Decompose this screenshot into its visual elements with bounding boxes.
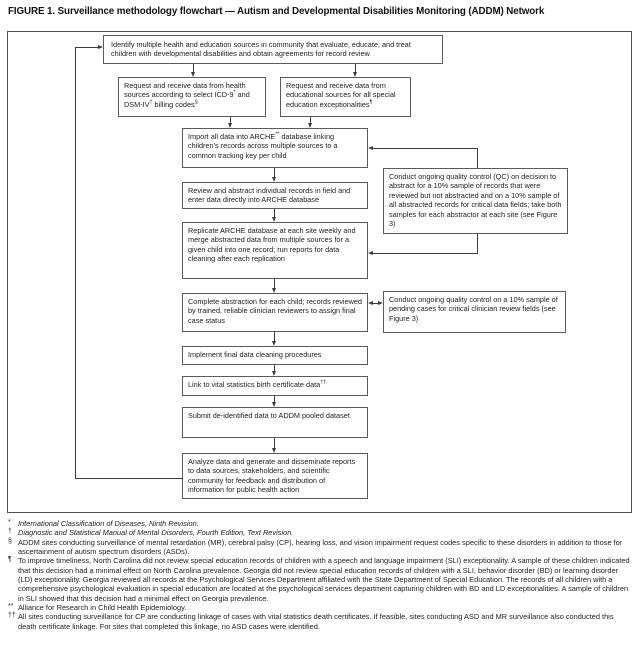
down-arrowhead-icon (272, 402, 276, 407)
down-arrowhead-icon (353, 72, 357, 77)
footnote-text: All sites conducting surveillance for CP… (18, 612, 614, 631)
connector-line (274, 365, 275, 371)
down-arrowhead-icon (272, 448, 276, 453)
flow-box-request-health-data: Request and receive data from health sou… (118, 77, 266, 117)
left-arrowhead-icon (368, 145, 373, 150)
flow-box-request-education-data: Request and receive data from educationa… (280, 77, 411, 117)
right-arrowhead-icon (378, 300, 383, 305)
qc-to-replicate-line (373, 253, 478, 254)
down-arrowhead-icon (272, 288, 276, 293)
down-arrowhead-icon (272, 217, 276, 222)
flow-box-qc-abstraction: Conduct ongoing quality control (QC) on … (383, 168, 568, 234)
down-arrowhead-icon (228, 123, 232, 128)
flow-box-complete-abstraction: Complete abstraction for each child; rec… (182, 293, 368, 332)
down-arrowhead-icon (272, 371, 276, 376)
left-arrowhead-icon (368, 250, 373, 255)
footnote-text: Alliance for Research in Child Health Ep… (18, 602, 187, 612)
connector-line (193, 64, 194, 72)
connector-line (274, 279, 275, 288)
figure-title: FIGURE 1. Surveillance methodology flowc… (8, 6, 545, 17)
footnote-marker: § (8, 537, 12, 545)
footnotes-block: * International Classification of Diseas… (8, 519, 634, 631)
flow-box-qc-clinician-review: Conduct ongoing quality control on a 10%… (383, 291, 566, 333)
connector-line (274, 438, 275, 448)
connector-line (230, 117, 231, 123)
footnote-text: ADDM sites conducting surveillance of me… (18, 537, 623, 556)
footnote-text: Diagnostic and Statistical Manual of Men… (18, 528, 294, 538)
down-arrowhead-icon (272, 341, 276, 346)
flow-box-review-abstract: Review and abstract individual records i… (182, 182, 368, 209)
connector-line (274, 209, 275, 217)
footnote-arche: ** Alliance for Research in Child Health… (8, 603, 634, 612)
connector-line (274, 396, 275, 402)
footnote-linkage: †† All sites conducting surveillance for… (8, 612, 634, 631)
footnote-marker: †† (8, 612, 16, 620)
footnote-marker: † (8, 528, 12, 536)
footnote-icd9: * International Classification of Diseas… (8, 519, 634, 528)
flow-box-import-arche: Import all data into ARCHE** database li… (182, 128, 368, 168)
flowchart-border (7, 31, 632, 513)
footnote-text: To improve timeliness, North Carolina di… (18, 556, 630, 603)
flow-box-identify-sources: Identify multiple health and education s… (103, 35, 443, 64)
qc-connector-line (477, 234, 478, 254)
footnote-dsm: † Diagnostic and Statistical Manual of M… (8, 528, 634, 537)
footnote-addm-sites: § ADDM sites conducting surveillance of … (8, 538, 634, 557)
down-arrowhead-icon (191, 72, 195, 77)
connector-line (310, 117, 311, 123)
qc-double-arrow-line (373, 303, 378, 304)
connector-line (274, 332, 275, 341)
connector-line (355, 64, 356, 72)
left-arrowhead-icon (368, 300, 373, 305)
feedback-loop-vertical-line (75, 47, 76, 479)
qc-connector-line (477, 148, 478, 168)
feedback-arrowhead-icon (98, 44, 103, 49)
connector-line (274, 168, 275, 177)
qc-to-import-line (373, 148, 478, 149)
flow-box-submit-pooled-dataset: Submit de-identified data to ADDM pooled… (182, 407, 368, 438)
footnote-marker: ** (8, 602, 14, 610)
footnote-marker: ¶ (8, 556, 12, 564)
footnote-timeliness: ¶ To improve timeliness, North Carolina … (8, 556, 634, 603)
feedback-loop-top-line (75, 47, 99, 48)
flow-box-implement-cleaning: Implement final data cleaning procedures (182, 346, 368, 365)
feedback-loop-bottom-line (75, 478, 182, 479)
down-arrowhead-icon (308, 123, 312, 128)
flow-box-analyze-disseminate: Analyze data and generate and disseminat… (182, 453, 368, 499)
footnote-text: International Classification of Diseases… (18, 519, 199, 528)
footnote-marker: * (8, 519, 11, 526)
flow-box-link-vital-statistics: Link to vital statistics birth certifica… (182, 376, 368, 396)
down-arrowhead-icon (272, 177, 276, 182)
flow-box-replicate-database: Replicate ARCHE database at each site we… (182, 222, 368, 279)
